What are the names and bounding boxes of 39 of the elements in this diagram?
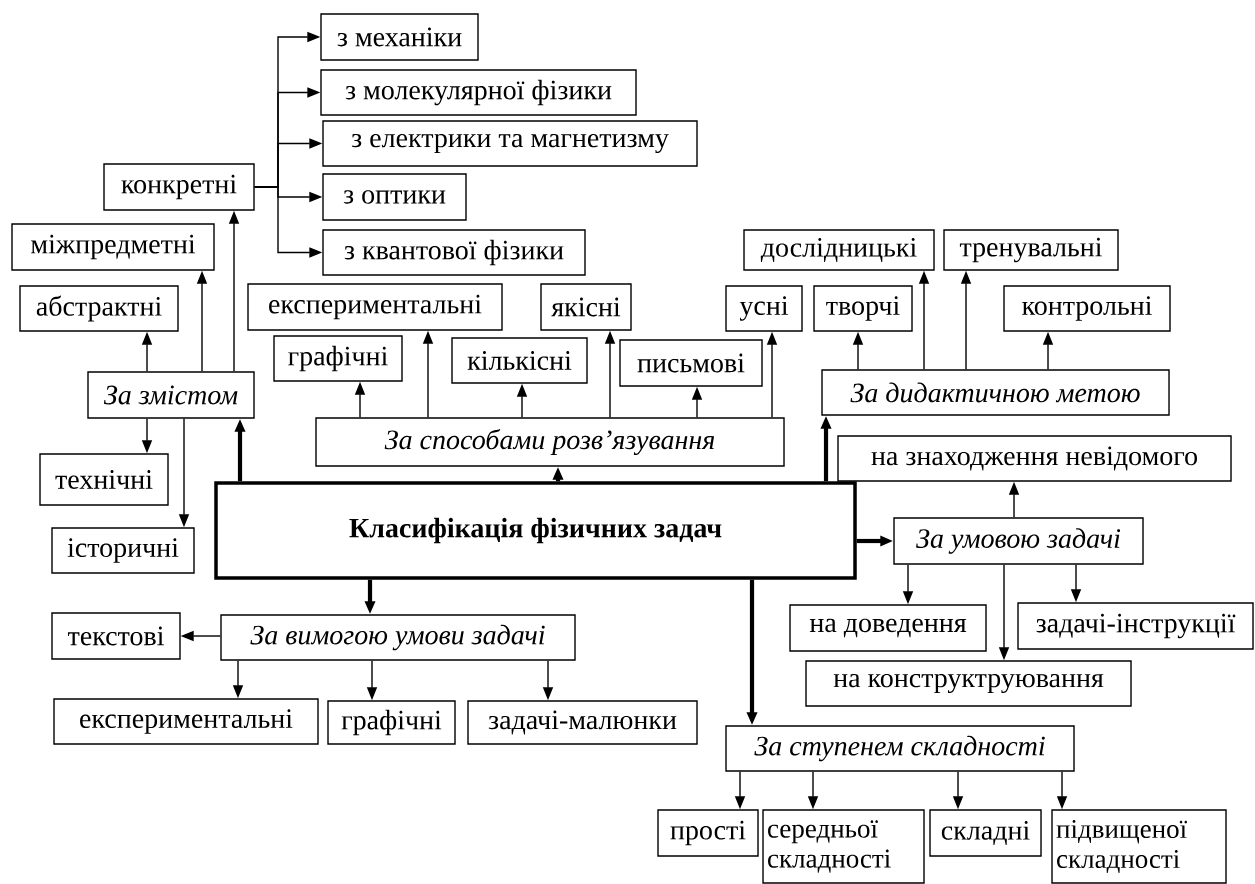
item-box: задачі-малюнки bbox=[467, 700, 698, 745]
item-box: якісні bbox=[540, 283, 632, 331]
item-box: середньої складності bbox=[762, 809, 925, 884]
item-box: графічні bbox=[273, 335, 403, 382]
title-box: Класифікація фізичних задач bbox=[214, 481, 857, 580]
item-box: експериментальні bbox=[53, 698, 319, 745]
item-box: з квантової фізики bbox=[322, 229, 586, 276]
category-box: За дидактичною метою bbox=[821, 369, 1170, 416]
item-box: з механіки bbox=[320, 13, 479, 61]
item-box: на доведення bbox=[789, 604, 987, 652]
item-box: історичні bbox=[51, 527, 195, 574]
category-box: За змістом bbox=[87, 371, 255, 419]
item-box: конкретні bbox=[103, 163, 255, 211]
item-box: з оптики bbox=[322, 173, 467, 221]
item-box: кількісні bbox=[451, 337, 588, 384]
item-box: складні bbox=[929, 809, 1042, 857]
item-box: абстрактні bbox=[19, 285, 179, 332]
item-box: міжпредметні bbox=[11, 223, 215, 271]
item-box: контрольні bbox=[1003, 285, 1171, 332]
category-box: За вимогою умови задачі bbox=[220, 614, 576, 661]
item-box: прості bbox=[657, 809, 759, 857]
item-box: тренувальні bbox=[943, 229, 1119, 271]
category-box: За ступенем складності bbox=[725, 725, 1075, 772]
item-box: текстові bbox=[51, 612, 181, 660]
item-box: з молекулярної фізики bbox=[320, 69, 637, 116]
item-box: дослідницькі bbox=[743, 229, 935, 271]
item-box: усні bbox=[725, 285, 803, 332]
item-box: задачі-інструкції bbox=[1017, 602, 1254, 650]
item-box: письмові bbox=[619, 339, 763, 387]
item-box: з електрики та магнетизму bbox=[322, 120, 698, 167]
item-box: графічні bbox=[327, 700, 456, 745]
item-box: експериментальні bbox=[247, 283, 503, 331]
item-box: на конструктруювання bbox=[805, 660, 1132, 707]
item-box: технічні bbox=[39, 453, 169, 506]
item-box: творчі bbox=[813, 285, 913, 332]
item-box: підвищеної складності bbox=[1051, 809, 1227, 884]
category-box: За умовою задачі bbox=[893, 517, 1144, 565]
item-box: на знаходження невідомого bbox=[837, 435, 1232, 482]
category-box: За способами розв’язування bbox=[315, 417, 785, 467]
